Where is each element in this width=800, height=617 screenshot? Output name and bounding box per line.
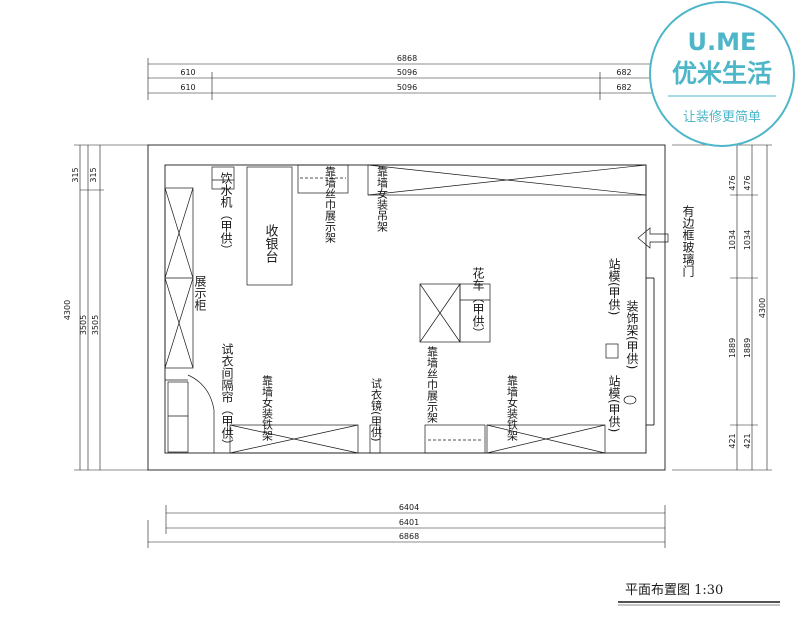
right-dim-c1-2: 1034 — [728, 230, 737, 250]
right-dim-c2-2: 1034 — [743, 230, 752, 250]
left-dim-mid1: 3505 — [79, 315, 88, 335]
label-model-right-1: 站模(甲供) — [607, 258, 621, 316]
bottom-dim-2: 6401 — [399, 518, 419, 527]
top-total-dimension: 6868 — [397, 54, 417, 63]
bottom-dim-1: 6404 — [399, 503, 419, 512]
title-underline — [618, 601, 780, 606]
right-dimension-lines — [672, 144, 772, 471]
top-dim-row2-mid: 5096 — [397, 83, 417, 92]
furniture — [164, 164, 647, 454]
top-dim-row1-right: 682 — [616, 68, 631, 77]
bottom-dimension-lines — [147, 505, 666, 548]
right-dim-c2-3: 1889 — [743, 338, 752, 358]
bottom-dim-3: 6868 — [399, 532, 419, 541]
label-flower-cart: 花车（甲供） — [471, 266, 485, 339]
right-dim-total: 4300 — [758, 298, 767, 318]
left-dim-seg2: 315 — [89, 167, 98, 182]
right-dim-c1-1: 476 — [728, 175, 737, 190]
label-iron-rack-left: 靠墙女装铁架 — [261, 374, 274, 441]
drawing-title: 平面布置图 1:30 — [625, 583, 723, 598]
label-iron-rack-right: 靠墙女装铁架 — [506, 374, 519, 441]
label-mirror: 试衣镜(甲供) — [370, 378, 383, 442]
top-dim-row2-left: 610 — [180, 83, 195, 92]
label-scarf-rack-bottom: 靠墙丝巾展示架 — [426, 345, 439, 423]
right-dim-c1-4: 421 — [728, 433, 737, 448]
logo-circle — [649, 1, 795, 147]
top-dim-row2-right: 682 — [616, 83, 631, 92]
right-dim-c2-4: 421 — [743, 433, 752, 448]
top-dimension-lines — [147, 58, 666, 100]
left-dim-seg1: 315 — [71, 167, 80, 182]
label-glass-door: 有边框玻璃门 — [681, 205, 695, 277]
logo-brand-latin: U.ME — [688, 28, 757, 56]
label-deco-rack: 装饰架(甲供) — [625, 300, 639, 370]
logo-brand-cn: 优米生活 — [672, 59, 772, 88]
label-curtain: 试衣间隔帘（甲供） — [220, 342, 234, 451]
label-cashier: 收银台 — [263, 224, 279, 263]
right-dim-c2-1: 476 — [743, 175, 752, 190]
left-dim-mid2: 3505 — [91, 315, 100, 335]
label-scarf-rack-top: 靠墙丝巾展示架 — [324, 165, 337, 243]
label-hanging-rack-top: 靠墙女装吊架 — [376, 165, 389, 232]
left-dim-total: 4300 — [63, 300, 72, 320]
label-display-cabinet: 展示柜 — [193, 275, 207, 311]
brand-logo: U.ME 优米生活 让装修更简单 — [649, 1, 795, 147]
top-dim-row1-mid: 5096 — [397, 68, 417, 77]
label-model-right-2: 站模(甲供) — [607, 375, 621, 433]
logo-slogan: 让装修更简单 — [683, 109, 761, 125]
door-direction-arrow-icon — [637, 227, 669, 249]
right-dim-c1-3: 1889 — [728, 338, 737, 358]
left-dimension-lines — [74, 144, 148, 471]
top-dim-row1-left: 610 — [180, 68, 195, 77]
label-water-dispenser: 饮水机（甲供） — [219, 172, 233, 256]
